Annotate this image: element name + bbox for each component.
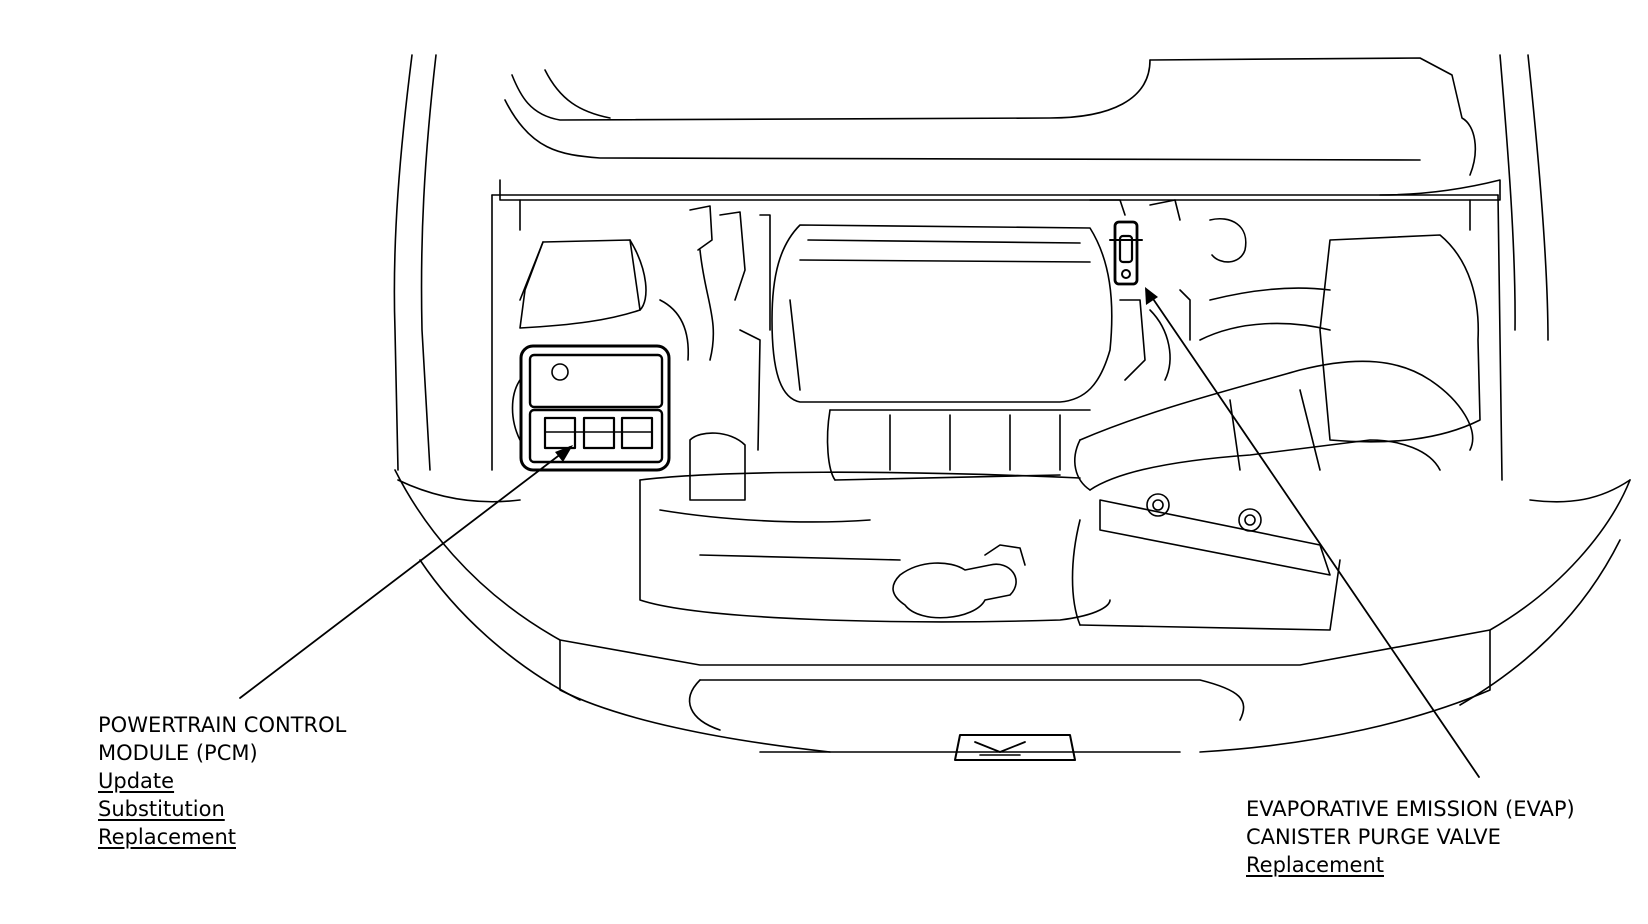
evap-title-line1: EVAPORATIVE EMISSION (EVAP) [1246,797,1575,821]
pcm-title-line1: POWERTRAIN CONTROL [98,713,347,737]
evap-purge-valve [1109,220,1143,286]
pcm-title-line2: MODULE (PCM) [98,741,258,765]
evap-leader-arrowhead [1145,287,1158,305]
pcm-leader-arrowhead [555,445,573,462]
pcm-callout: POWERTRAIN CONTROL MODULE (PCM) Update S… [98,711,346,851]
engine-detail-right [1089,199,1247,381]
pcm-update-link[interactable]: Update [98,769,175,793]
evap-callout: EVAPORATIVE EMISSION (EVAP) CANISTER PUR… [1246,795,1575,879]
pcm-replacement-link[interactable]: Replacement [98,825,236,849]
evap-title-line2: CANISTER PURGE VALVE [1246,825,1501,849]
evap-replacement-link[interactable]: Replacement [1246,853,1384,877]
engine-detail-left [659,205,771,501]
engine-cover [771,224,1113,481]
pcm-module [511,344,671,472]
battery [519,239,647,329]
firewall-cowl [491,194,1503,481]
air-intake [1074,234,1481,576]
pcm-leader-line [239,446,571,699]
hood-latch-area [892,544,1026,619]
pcm-substitution-link[interactable]: Substitution [98,797,225,821]
front-bumper [394,469,1631,753]
evap-leader-line [1146,289,1480,778]
emblem-icon [954,734,1076,761]
